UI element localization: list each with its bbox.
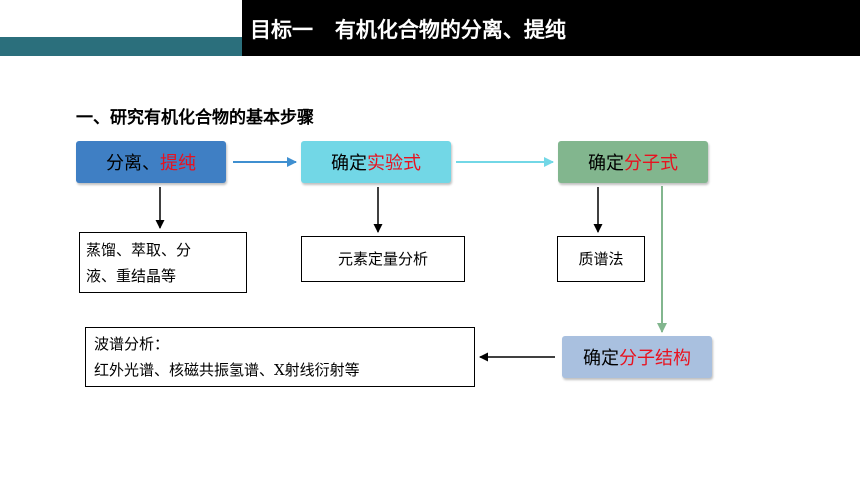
method-separation-box: 蒸馏、萃取、分 液、重结晶等	[79, 232, 247, 293]
page-title: 目标一 有机化合物的分离、提纯	[250, 18, 566, 42]
step-empirical-highlight: 实验式	[367, 153, 421, 174]
step-empirical-plain: 确定	[331, 153, 367, 174]
method-spectroscopy-box: 波谱分析： 红外光谱、核磁共振氢谱、X射线衍射等	[85, 327, 475, 387]
header-accent-band	[0, 37, 242, 56]
method-mass-spec-text: 质谱法	[578, 250, 624, 268]
method-separation-line1: 蒸馏、萃取、分	[86, 241, 192, 259]
step-molecular-plain: 确定	[588, 153, 624, 174]
step-separate-highlight: 提纯	[160, 153, 196, 174]
step-structure-plain: 确定	[583, 348, 619, 369]
method-spectroscopy-line2: 红外光谱、核磁共振氢谱、X射线衍射等	[94, 361, 360, 379]
method-separation-line2: 液、重结晶等	[86, 267, 177, 285]
title-bar	[242, 0, 860, 56]
step-molecular-structure: 确定分子结构	[562, 336, 712, 378]
step-structure-highlight: 分子结构	[619, 348, 691, 369]
step-separate-purify: 分离、提纯	[76, 141, 226, 183]
step-molecular-formula: 确定分子式	[558, 141, 708, 183]
method-spectroscopy-line1: 波谱分析：	[94, 335, 170, 353]
method-elemental-text: 元素定量分析	[337, 250, 428, 268]
step-empirical-formula: 确定实验式	[301, 141, 451, 183]
section-title: 一、研究有机化合物的基本步骤	[76, 108, 314, 128]
method-mass-spec-box: 质谱法	[557, 236, 645, 282]
method-elemental-box: 元素定量分析	[301, 236, 465, 282]
step-molecular-highlight: 分子式	[624, 153, 678, 174]
step-separate-plain: 分离、	[106, 153, 160, 174]
